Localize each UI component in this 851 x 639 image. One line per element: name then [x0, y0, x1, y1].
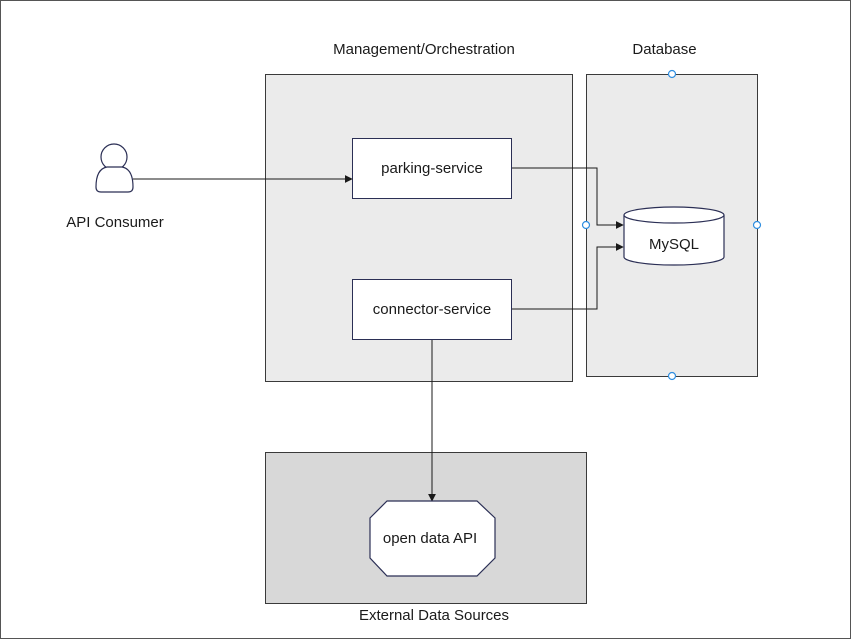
parking-service-label: parking-service — [381, 160, 483, 177]
resize-handle-right[interactable] — [752, 220, 762, 230]
open-data-api-node[interactable]: open data API — [369, 500, 496, 577]
database-cylinder-icon[interactable]: MySQL — [623, 206, 725, 266]
parking-to-mysql-arrow[interactable] — [512, 167, 624, 229]
database-title: Database — [632, 41, 697, 58]
connector-service-label: connector-service — [372, 301, 492, 318]
resize-handle-top[interactable] — [667, 69, 677, 79]
resize-handle-bottom[interactable] — [667, 371, 677, 381]
management-title: Management/Orchestration — [333, 41, 515, 58]
connector-to-mysql-arrow[interactable] — [512, 243, 624, 310]
connector-service-box[interactable]: connector-service — [352, 279, 512, 340]
database-selection-handles[interactable] — [581, 69, 762, 381]
mysql-label: MySQL — [649, 236, 699, 253]
api-consumer-label: API Consumer — [66, 214, 164, 231]
open-data-api-label: open data API — [383, 530, 477, 547]
external-title: External Data Sources — [358, 607, 510, 624]
user-icon[interactable] — [95, 143, 134, 193]
resize-handle-left[interactable] — [581, 220, 591, 230]
parking-service-box[interactable]: parking-service — [352, 138, 512, 199]
